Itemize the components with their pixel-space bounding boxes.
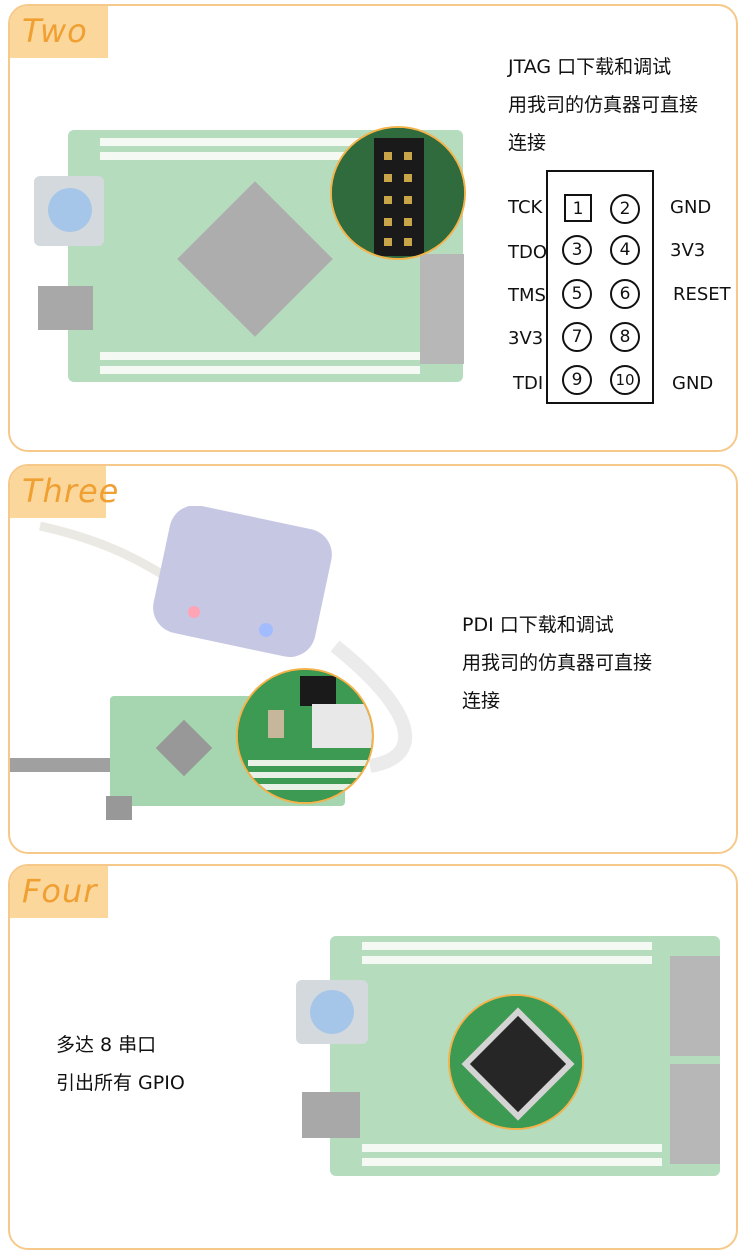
section-four-card: Four 多达 8 串口 引出所有 GPIO <box>8 864 738 1250</box>
pin-label-right: GND <box>670 197 712 218</box>
pin-6: 6 <box>610 279 640 309</box>
section-two-description: JTAG 口下载和调试 用我司的仿真器可直接 连接 <box>508 48 698 162</box>
pdi-connector-zoom <box>236 668 374 804</box>
pin-label-right: RESET <box>673 284 731 305</box>
section-four-description: 多达 8 串口 引出所有 GPIO <box>56 1026 185 1102</box>
desc-line: 用我司的仿真器可直接 <box>462 652 653 674</box>
jtag-pinout-diagram: 1 2 3 4 5 6 7 8 9 10 <box>546 170 654 404</box>
pin-4: 4 <box>610 235 640 265</box>
pin-label-left: TDI <box>513 373 544 394</box>
section-three-card: Three PDI 口下载和调试 用我司的仿真器可直接 连接 <box>8 464 738 854</box>
section-three-tab: Three <box>10 466 118 518</box>
desc-line: 连接 <box>462 690 501 712</box>
jtag-connector-zoom <box>330 126 466 260</box>
desc-line: PDI 口下载和调试 <box>462 614 614 636</box>
pin-7: 7 <box>562 322 592 352</box>
section-two-card: Two JTAG 口下载和调试 用我司的仿 <box>8 4 738 452</box>
desc-line: JTAG 口下载和调试 <box>508 56 672 78</box>
desc-line: 引出所有 GPIO <box>56 1072 185 1094</box>
pin-8: 8 <box>610 322 640 352</box>
desc-line: 连接 <box>508 132 547 154</box>
pin-label-right: GND <box>672 373 714 394</box>
pin-2: 2 <box>610 194 640 224</box>
desc-line: 多达 8 串口 <box>56 1034 157 1056</box>
pin-label-left: TCK <box>508 197 543 218</box>
pin-label-left: TDO <box>508 242 548 263</box>
debugger-and-board-image <box>10 506 413 820</box>
pin-label-left: TMS <box>508 285 546 306</box>
pin-10: 10 <box>610 365 640 395</box>
desc-line: 用我司的仿真器可直接 <box>508 94 699 116</box>
section-three-description: PDI 口下载和调试 用我司的仿真器可直接 连接 <box>462 606 652 720</box>
mcu-chip-zoom <box>448 994 584 1130</box>
pin-3: 3 <box>562 235 592 265</box>
pin-label-right: 3V3 <box>670 240 706 261</box>
section-four-tab: Four <box>10 866 108 918</box>
pin-label-left: 3V3 <box>508 328 544 349</box>
section-two-tab: Two <box>10 6 108 58</box>
pin-1: 1 <box>564 194 592 222</box>
pin-9: 9 <box>562 365 592 395</box>
pin-5: 5 <box>562 279 592 309</box>
